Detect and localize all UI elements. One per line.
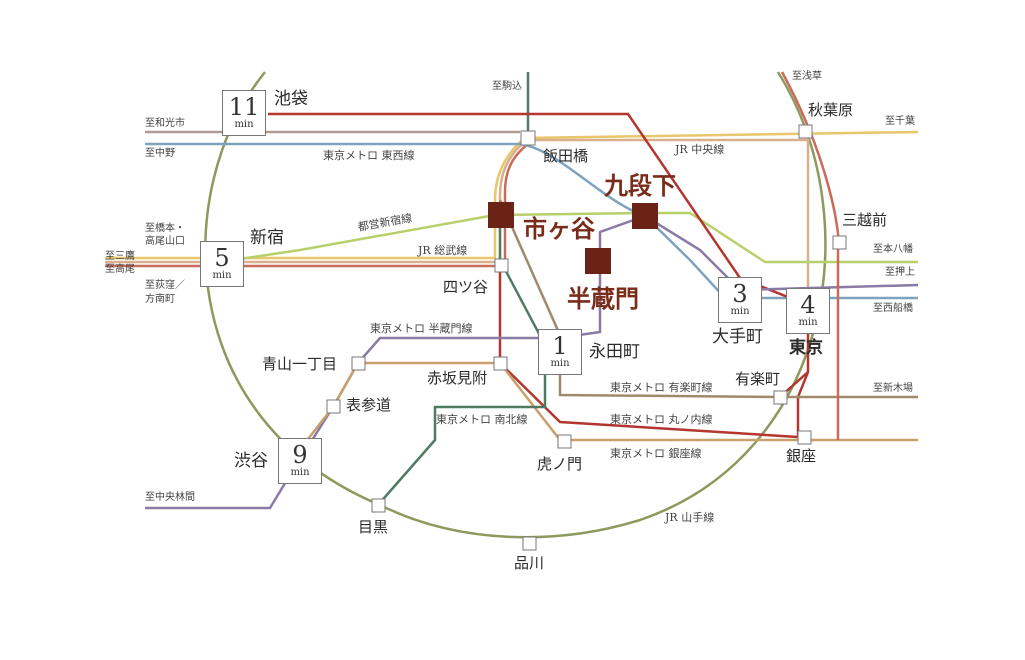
time-num: 11	[228, 93, 260, 121]
station-akihabara: 秋葉原	[808, 101, 854, 119]
key-marker-kudanshita[interactable]	[632, 203, 658, 229]
key-label-kudanshita: 九段下	[604, 171, 676, 200]
dest-chuorinkan: 至中央林間	[145, 492, 195, 503]
time-num: 4	[800, 291, 816, 319]
station-meguro: 目黒	[358, 518, 389, 536]
key-label-hanzomon: 半蔵門	[567, 284, 639, 313]
time-unit: min	[212, 270, 232, 281]
dest-oshiage: 至押上	[885, 267, 915, 278]
time-box-shinjuku[interactable]: 5 min	[200, 241, 244, 287]
dest-motoyawata: 至本八幡	[873, 244, 913, 255]
marker-akihabara[interactable]	[798, 124, 813, 139]
marker-yotsuya[interactable]	[494, 258, 509, 273]
label-hanzomon: 東京メトロ 半蔵門線	[370, 322, 473, 335]
marunouchi-line	[268, 112, 810, 439]
marker-meguro[interactable]	[371, 498, 386, 513]
marker-mitsukoshimae[interactable]	[832, 235, 847, 250]
label-yurakucho: 東京メトロ 有楽町線	[610, 381, 713, 394]
marker-toranomon[interactable]	[557, 434, 572, 449]
station-aoyama: 青山一丁目	[262, 355, 338, 373]
station-yurakucho: 有楽町	[735, 370, 781, 388]
station-shinjuku: 新宿	[250, 228, 284, 248]
marker-omotesando[interactable]	[326, 399, 341, 414]
label-ginza: 東京メトロ 銀座線	[610, 447, 702, 460]
dest-shinkiba: 至新木場	[873, 383, 913, 394]
dest-takaosanguchi: 高尾山口	[145, 236, 185, 247]
station-shibuya: 渋谷	[234, 451, 268, 471]
station-markers	[326, 124, 847, 551]
station-ginza: 銀座	[786, 447, 817, 465]
station-tokyo: 東京	[789, 338, 823, 358]
dest-nishifunabashi: 至西船橋	[873, 303, 913, 314]
time-unit: min	[798, 317, 818, 328]
dest-chiba: 至千葉	[885, 116, 915, 127]
time-num: 9	[292, 441, 308, 469]
label-tozai: 東京メトロ 東西線	[323, 149, 415, 162]
marunouchi	[268, 112, 810, 439]
dest-honancho: 方南町	[145, 294, 175, 305]
label-yamanote: JR 山手線	[665, 511, 715, 524]
dest-takao: 至高尾	[105, 264, 135, 275]
time-unit: min	[290, 467, 310, 478]
chuo-rapid-line	[105, 142, 530, 268]
time-num: 5	[214, 244, 230, 272]
marker-shinagawa[interactable]	[522, 536, 537, 551]
time-box-nagatacho[interactable]: 1 min	[538, 329, 582, 375]
station-shinagawa: 品川	[514, 554, 545, 572]
label-chuo: JR 中央線	[675, 143, 725, 156]
station-ikebukuro: 池袋	[274, 89, 308, 109]
key-marker-hanzomon[interactable]	[585, 248, 611, 274]
time-box-otemachi[interactable]: 3 min	[718, 277, 762, 323]
dest-wakoshi: 至和光市	[145, 118, 185, 129]
key-marker-ichigaya[interactable]	[488, 202, 514, 228]
marker-yurakucho[interactable]	[773, 390, 788, 405]
time-box-ikebukuro[interactable]: 11 min	[222, 90, 266, 136]
key-label-ichigaya: 市ヶ谷	[523, 214, 595, 243]
dest-mitaka: 至三鷹	[105, 251, 135, 262]
label-marunouchi: 東京メトロ 丸ノ内線	[610, 413, 713, 426]
dest-ogikubo: 至荻窪／	[145, 280, 185, 291]
label-sobu: JR 総武線	[418, 244, 468, 257]
chuo-line	[105, 130, 919, 260]
yurakucho-line	[498, 199, 918, 399]
time-num: 1	[552, 332, 568, 360]
station-nagatacho: 永田町	[589, 342, 640, 362]
label-namboku: 東京メトロ 南北線	[436, 413, 528, 426]
time-unit: min	[550, 358, 570, 369]
time-box-tokyo[interactable]: 4 min	[786, 288, 830, 334]
dest-asakusa: 至浅草	[792, 71, 822, 82]
station-otemachi: 大手町	[712, 327, 763, 347]
station-iidabashi: 飯田橋	[543, 147, 589, 165]
marker-ginza[interactable]	[797, 430, 812, 445]
marker-iidabashi[interactable]	[520, 130, 536, 146]
station-akasaka-mitsuke: 赤坂見附	[427, 369, 488, 387]
station-omotesando: 表参道	[346, 396, 392, 414]
marker-aoyama[interactable]	[351, 356, 366, 371]
dest-nakano: 至中野	[145, 148, 175, 159]
time-box-shibuya[interactable]: 9 min	[278, 438, 322, 484]
time-num: 3	[732, 280, 748, 308]
station-yotsuya: 四ツ谷	[443, 278, 489, 296]
dest-hashimoto: 至橋本・	[145, 223, 185, 234]
time-unit: min	[730, 306, 750, 317]
marker-akasaka[interactable]	[493, 356, 508, 371]
station-mitsukoshimae: 三越前	[842, 211, 888, 229]
time-unit: min	[234, 119, 254, 130]
station-toranomon: 虎ノ門	[537, 455, 583, 473]
dest-komagome: 至駒込	[492, 81, 522, 92]
